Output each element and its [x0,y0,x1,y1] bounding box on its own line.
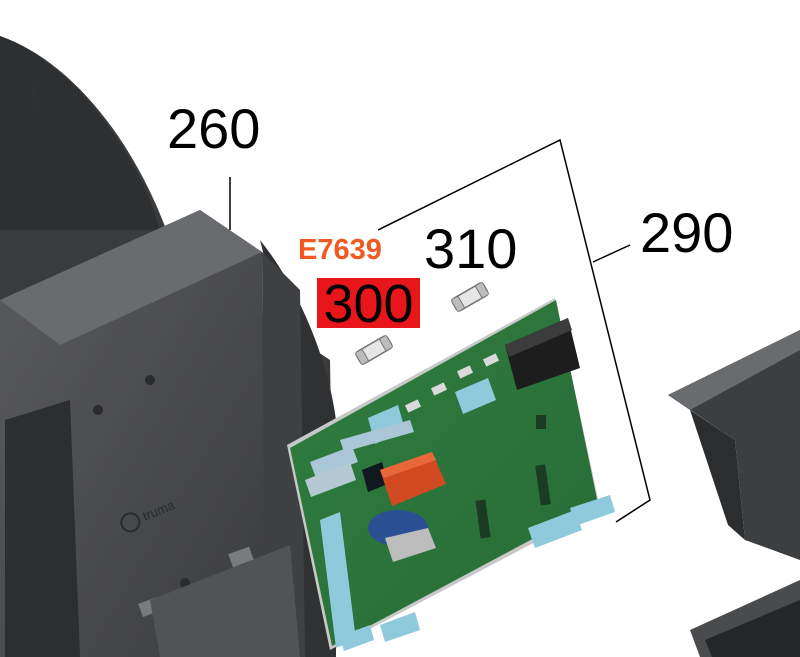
right-part-upper [668,330,800,560]
housing-260 [0,210,305,657]
leader-lines [229,138,651,523]
part-number-290: 290 [640,201,734,264]
part-number-300-highlighted[interactable]: 300 [317,277,420,331]
bracket-290 [377,138,651,523]
part-number-260: 260 [167,97,261,160]
leader-290 [592,244,631,263]
part-number-310: 310 [424,217,518,280]
fuse-icon [355,335,393,365]
right-part-lower [690,580,800,657]
circuit-board-290 [287,298,615,651]
copyright-text: © Truma [28,81,40,124]
fuse-icon [451,282,489,312]
part-code-label: E7639 [298,234,382,266]
